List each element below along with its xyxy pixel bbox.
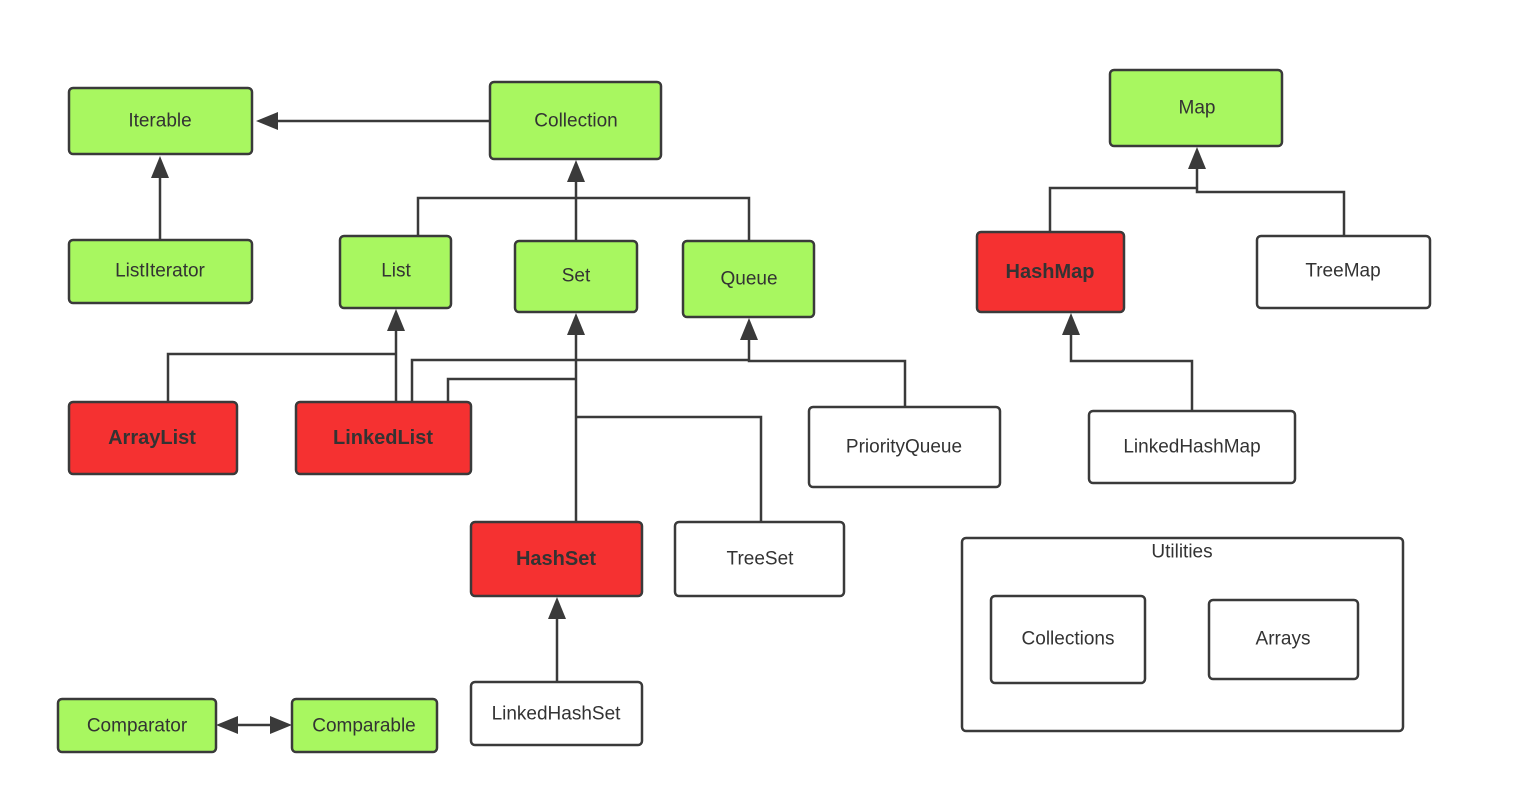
node-listiterator[interactable]: ListIterator: [67, 238, 254, 305]
arrowhead-iterable-bottom: [151, 156, 169, 178]
node-queue-box: [681, 239, 816, 319]
edge-treemap-to-map: [1195, 168, 1346, 236]
node-hashmap-box: [975, 230, 1126, 314]
arrowhead-map-bottom: [1188, 147, 1206, 169]
edge-linkedlist-to-set: [446, 377, 576, 402]
node-linkedlist[interactable]: LinkedList: [294, 400, 473, 476]
node-list-label: List: [381, 261, 411, 282]
arrowhead-collection-bottom: [567, 160, 585, 182]
node-set-box: [513, 239, 639, 314]
node-hashmap[interactable]: HashMap: [975, 230, 1126, 314]
node-hashset-label: HashSet: [516, 548, 596, 570]
node-comparable-box: [290, 697, 439, 754]
arrowhead-comparator-right: [216, 716, 238, 734]
node-comparable-label: Comparable: [312, 716, 416, 737]
node-queue-label: Queue: [720, 269, 777, 290]
node-linkedhashset[interactable]: LinkedHashSet: [469, 680, 644, 747]
utilities-title: Utilities: [1151, 542, 1212, 563]
node-priorityqueue-label: PriorityQueue: [846, 437, 962, 458]
node-iterable[interactable]: Iterable: [67, 86, 254, 156]
arrowhead-hashmap-bottom: [1062, 313, 1080, 335]
node-linkedhashmap-label: LinkedHashMap: [1123, 437, 1260, 458]
node-linkedhashset-box: [469, 680, 644, 747]
node-list[interactable]: List: [338, 234, 453, 310]
node-iterable-box: [67, 86, 254, 156]
node-comparator-label: Comparator: [87, 716, 188, 737]
node-linkedlist-label: LinkedList: [333, 427, 433, 449]
node-arraylist-box: [67, 400, 239, 476]
node-collection[interactable]: Collection: [488, 80, 663, 161]
node-linkedhashset-label: LinkedHashSet: [492, 704, 622, 725]
arrowhead-list-bottom: [387, 309, 405, 331]
node-list-box: [338, 234, 453, 310]
nodes-layer: Iterable Collection Map ListIterator Lis…: [56, 68, 1432, 754]
node-priorityqueue-box: [807, 405, 1002, 489]
node-treeset-label: TreeSet: [727, 549, 795, 570]
node-linkedlist-box: [294, 400, 473, 476]
node-hashset[interactable]: HashSet: [469, 520, 644, 598]
node-arrays-label: Arrays: [1256, 629, 1311, 650]
edge-linkedlist-to-queue: [410, 358, 749, 402]
edge-linkedhashmap-to-hashmap: [1069, 334, 1194, 411]
node-listiterator-box: [67, 238, 254, 305]
node-linkedhashmap[interactable]: LinkedHashMap: [1087, 409, 1297, 485]
arrowhead-queue-bottom: [740, 318, 758, 340]
arrowhead-set-bottom: [567, 313, 585, 335]
edge-arraylist-to-list: [166, 352, 396, 402]
arrowhead-iterable-right: [256, 112, 278, 130]
edge-treeset-to-set: [576, 415, 763, 522]
edge-priorityqueue-to-queue: [747, 339, 907, 407]
node-comparator-box: [56, 697, 218, 754]
node-treemap-label: TreeMap: [1305, 261, 1380, 282]
node-arrays[interactable]: Arrays: [1207, 598, 1360, 681]
node-collections-label: Collections: [1022, 629, 1115, 650]
edge-list-to-collection: [416, 196, 576, 236]
edge-queue-to-collection: [576, 196, 751, 241]
node-collection-box: [488, 80, 663, 161]
node-treemap-box: [1255, 234, 1432, 310]
node-collection-label: Collection: [534, 111, 617, 132]
node-comparator[interactable]: Comparator: [56, 697, 218, 754]
node-map-box: [1108, 68, 1284, 148]
node-map-label: Map: [1179, 98, 1216, 119]
node-priorityqueue[interactable]: PriorityQueue: [807, 405, 1002, 489]
node-treeset[interactable]: TreeSet: [673, 520, 846, 598]
edge-hashmap-to-map: [1048, 186, 1197, 232]
node-iterable-label: Iterable: [128, 111, 191, 132]
arrowhead-hashset-bottom: [548, 597, 566, 619]
node-treemap[interactable]: TreeMap: [1255, 234, 1432, 310]
node-hashmap-label: HashMap: [1006, 261, 1095, 283]
node-set[interactable]: Set: [513, 239, 639, 314]
node-map[interactable]: Map: [1108, 68, 1284, 148]
node-hashset-box: [469, 520, 644, 598]
node-listiterator-label: ListIterator: [115, 261, 205, 282]
edges-layer: [151, 112, 1346, 734]
node-queue[interactable]: Queue: [681, 239, 816, 319]
node-arraylist-label: ArrayList: [108, 427, 196, 449]
node-arrays-box: [1207, 598, 1360, 681]
arrowhead-comparable-left: [270, 716, 292, 734]
node-comparable[interactable]: Comparable: [290, 697, 439, 754]
node-treeset-box: [673, 520, 846, 598]
node-arraylist[interactable]: ArrayList: [67, 400, 239, 476]
node-collections[interactable]: Collections: [989, 594, 1147, 685]
node-linkedhashmap-box: [1087, 409, 1297, 485]
node-collections-box: [989, 594, 1147, 685]
node-set-label: Set: [562, 266, 591, 287]
